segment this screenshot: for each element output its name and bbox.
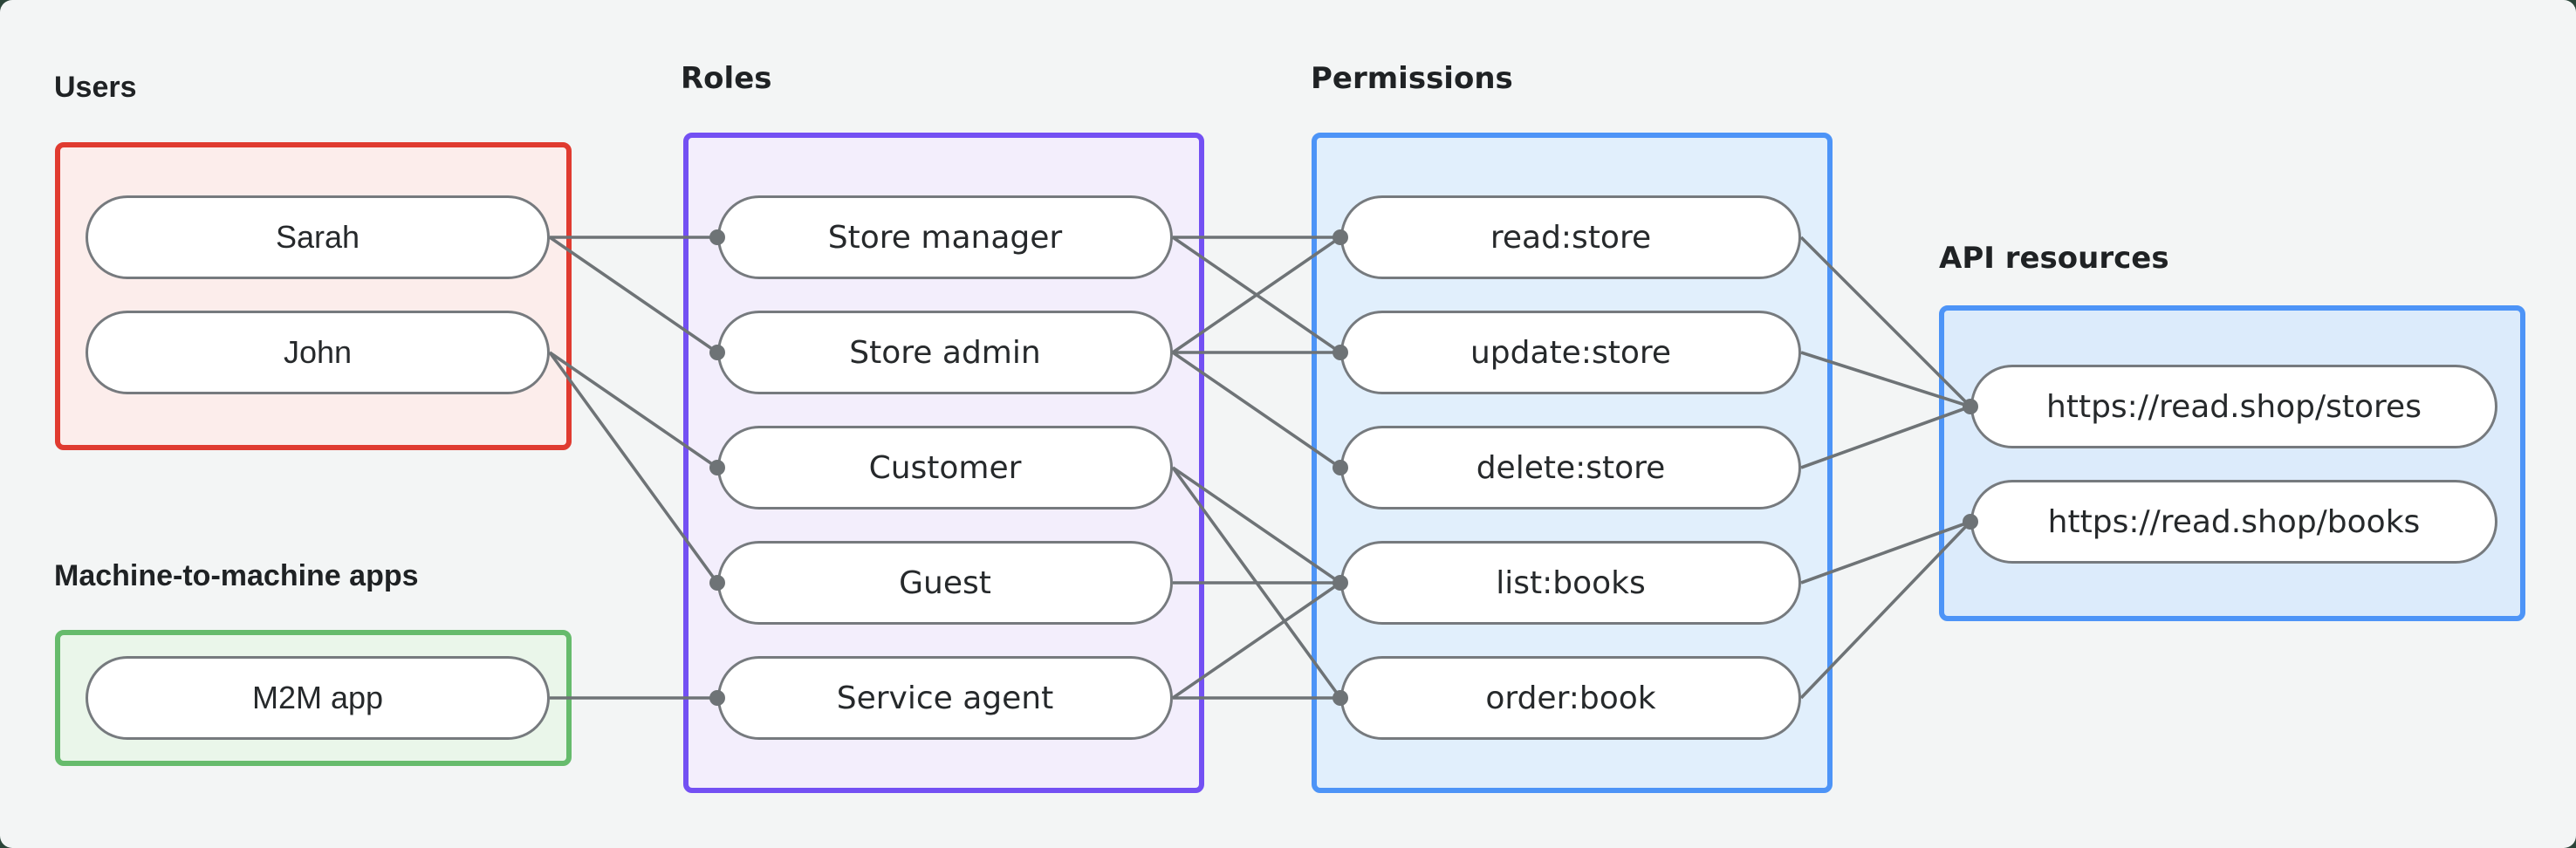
- node-read-store: read:store: [1340, 195, 1801, 279]
- node-delete-store: delete:store: [1340, 426, 1801, 509]
- node-list-books: list:books: [1340, 541, 1801, 625]
- group-api-resources-box: [1939, 305, 2525, 621]
- node-store-admin: Store admin: [717, 311, 1173, 394]
- group-users-box: [55, 142, 572, 450]
- group-api-resources-label: API resources: [1939, 241, 2169, 276]
- node-books-api: https://read.shop/books: [1970, 480, 2497, 564]
- node-m2m-app: M2M app: [86, 656, 550, 740]
- group-m2m-apps-label: Machine-to-machine apps: [54, 559, 419, 592]
- group-users-label: Users: [54, 71, 137, 104]
- group-permissions-label: Permissions: [1311, 61, 1513, 96]
- node-update-store: update:store: [1340, 311, 1801, 394]
- node-stores-api: https://read.shop/stores: [1970, 365, 2497, 448]
- node-store-manager: Store manager: [717, 195, 1173, 279]
- node-customer: Customer: [717, 426, 1173, 509]
- node-guest: Guest: [717, 541, 1173, 625]
- node-sarah: Sarah: [86, 195, 550, 279]
- node-john: John: [86, 311, 550, 394]
- group-roles-label: Roles: [681, 61, 772, 96]
- node-order-book: order:book: [1340, 656, 1801, 740]
- node-service-agent: Service agent: [717, 656, 1173, 740]
